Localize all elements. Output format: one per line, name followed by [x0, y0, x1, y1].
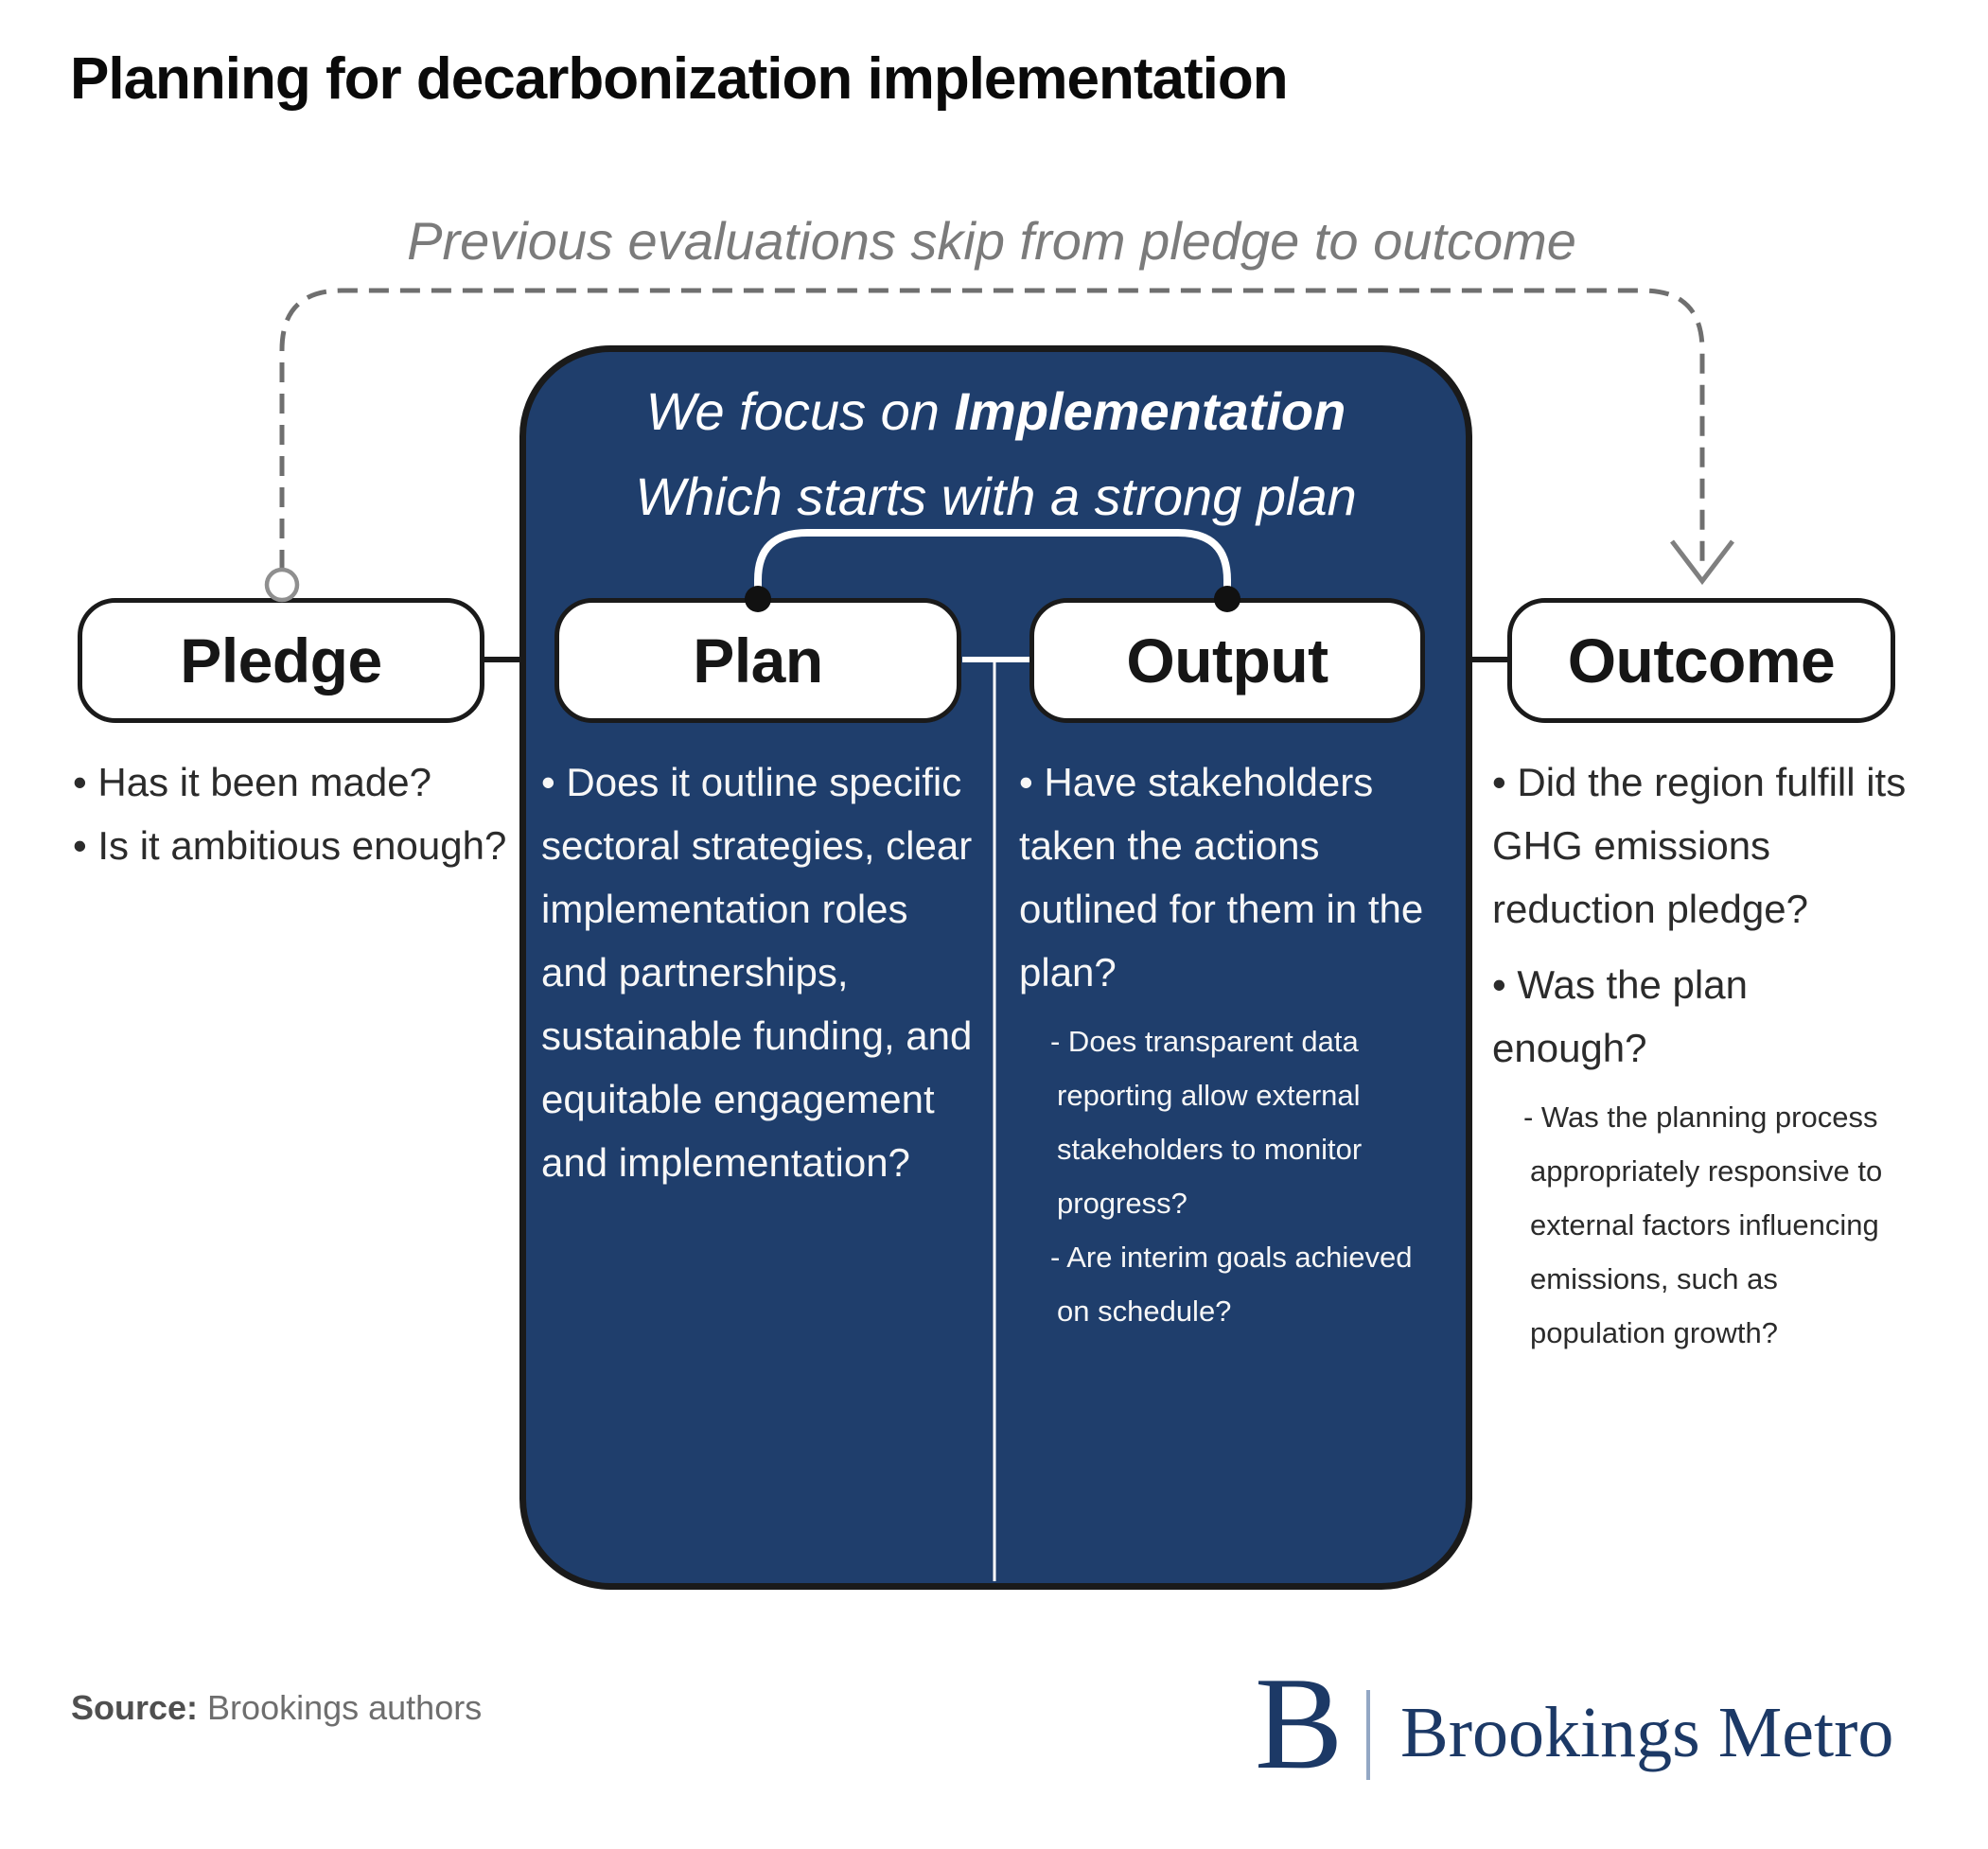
list-item: • Have stakeholders	[1019, 760, 1374, 804]
source-label: Source:	[71, 1688, 199, 1727]
list-item: and partnerships,	[541, 950, 849, 995]
page-title: Planning for decarbonization implementat…	[70, 46, 1289, 112]
plan-bullets: • Does it outline specific sectoral strat…	[541, 750, 976, 1194]
output-node: Output	[1029, 598, 1425, 723]
source-text: Brookings authors	[198, 1688, 483, 1727]
list-item: • Did the region fulfill its	[1492, 760, 1907, 804]
list-item: population growth?	[1530, 1316, 1778, 1349]
list-item: on schedule?	[1057, 1294, 1232, 1328]
list-item: - Was the planning process	[1523, 1101, 1878, 1134]
list-item: emissions, such as	[1530, 1262, 1778, 1295]
list-item: reporting allow external	[1057, 1079, 1361, 1112]
brookings-b-logo-icon: B	[1255, 1650, 1344, 1797]
list-item: outlined for them in the	[1019, 887, 1424, 931]
list-item: and implementation?	[541, 1140, 910, 1185]
list-item: appropriately responsive to	[1530, 1154, 1883, 1188]
source-note: Source: Brookings authors	[71, 1688, 482, 1728]
list-item: plan?	[1019, 950, 1117, 995]
pledge-node-label: Pledge	[180, 625, 382, 696]
list-item: external factors influencing	[1530, 1208, 1879, 1241]
focus-heading-line1: We focus on Implementation	[519, 369, 1472, 454]
outcome-node: Outcome	[1507, 598, 1895, 723]
focus-line1-bold: Implementation	[954, 381, 1346, 441]
list-item: progress?	[1057, 1187, 1188, 1220]
plan-node: Plan	[554, 598, 961, 723]
list-item: GHG emissions	[1492, 823, 1771, 868]
focus-heading: We focus on Implementation Which starts …	[519, 369, 1472, 539]
focus-line1-normal: We focus on	[645, 381, 955, 441]
outcome-node-label: Outcome	[1567, 625, 1836, 696]
output-bullets: • Have stakeholders taken the actions outl…	[1019, 750, 1437, 1338]
list-item: • Is it ambitious enough?	[73, 823, 507, 868]
focus-heading-line2: Which starts with a strong plan	[635, 467, 1357, 526]
brookings-metro-wordmark: Brookings Metro	[1400, 1693, 1894, 1772]
list-item: • Was the plan enough?	[1492, 962, 1748, 1070]
pledge-bullets: • Has it been made? • Is it ambitious eno…	[73, 750, 518, 877]
list-item: • Has it been made?	[73, 760, 431, 804]
list-item: taken the actions	[1019, 823, 1320, 868]
logo-divider	[1366, 1690, 1370, 1780]
pledge-node: Pledge	[78, 598, 484, 723]
list-item: sustainable funding, and	[541, 1013, 973, 1058]
list-item: stakeholders to monitor	[1057, 1133, 1363, 1166]
list-item: implementation roles	[541, 887, 908, 931]
circle-marker-icon	[264, 567, 300, 603]
list-item: - Are interim goals achieved	[1050, 1241, 1413, 1274]
arrowhead-icon	[1670, 539, 1734, 586]
list-item: reduction pledge?	[1492, 887, 1808, 931]
skip-caption: Previous evaluations skip from pledge to…	[407, 211, 1576, 271]
output-node-label: Output	[1126, 625, 1328, 696]
list-item: sectoral strategies, clear	[541, 823, 973, 868]
plan-node-label: Plan	[693, 625, 823, 696]
list-item: • Does it outline specific	[541, 760, 962, 804]
list-item: equitable engagement	[541, 1077, 935, 1121]
list-item: - Does transparent data	[1050, 1025, 1359, 1058]
